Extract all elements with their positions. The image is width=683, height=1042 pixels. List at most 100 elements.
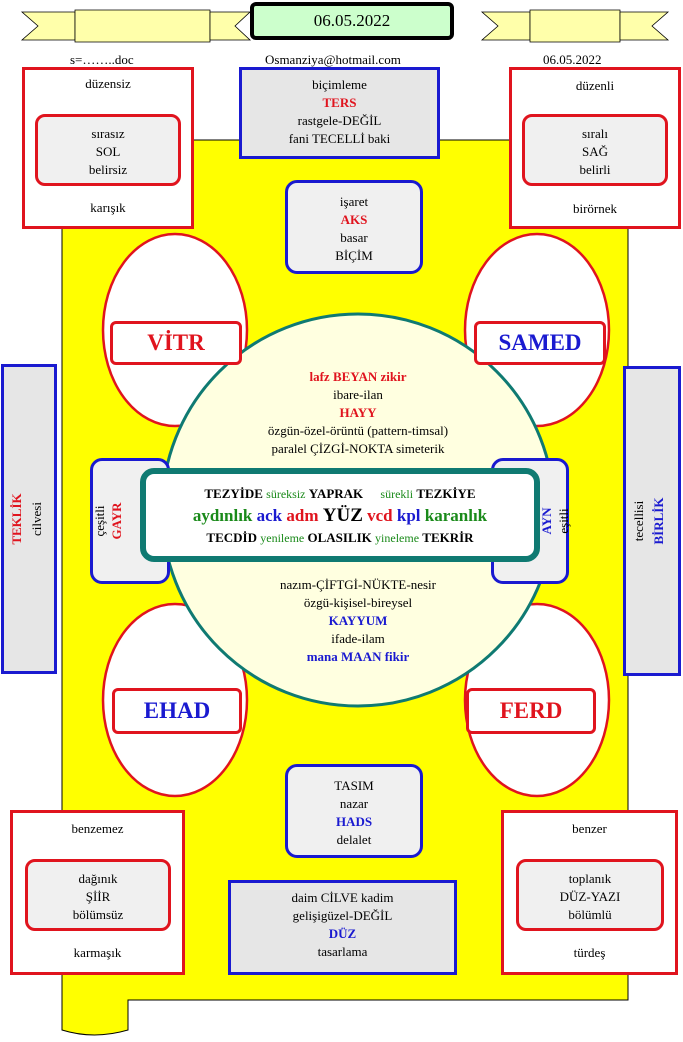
text: AKS bbox=[340, 212, 368, 227]
right-side-bar: tecellisi BİRLİK bbox=[623, 366, 681, 676]
bottom-right-inner: toplanık DÜZ-YAZI bölümlü bbox=[516, 859, 664, 931]
label-ehad: EHAD bbox=[112, 688, 242, 734]
email-text: Osmanziya@hotmail.com bbox=[265, 52, 401, 67]
text: çeşitli bbox=[92, 505, 107, 537]
text: TEKLİK bbox=[9, 493, 24, 545]
text: süreksiz bbox=[266, 487, 306, 501]
text: MAAN bbox=[341, 649, 382, 664]
text: daim CİLVE kadim bbox=[291, 890, 394, 905]
text: benzer bbox=[572, 821, 607, 836]
text: SOL bbox=[95, 144, 121, 159]
text: yineleme bbox=[375, 531, 420, 545]
top-right-inner: sıralı SAĞ belirli bbox=[522, 114, 668, 186]
text: düzenli bbox=[575, 78, 615, 93]
text: gelişigüzel-DEĞİL bbox=[292, 908, 393, 923]
text: ibare-ilan bbox=[333, 387, 383, 402]
text: mana bbox=[306, 649, 338, 664]
text: bölümsüz bbox=[72, 907, 124, 922]
text: belirsiz bbox=[88, 162, 128, 177]
left-side-bar: TEKLİK cilvesi bbox=[1, 364, 57, 674]
text: HADS bbox=[335, 814, 373, 829]
bottom-left-inner: dağınık ŞİİR bölümsüz bbox=[25, 859, 171, 931]
text: özgün-özel-örüntü (pattern-timsal) bbox=[267, 423, 449, 438]
text: tecellisi bbox=[631, 500, 646, 542]
text: paralel ÇİZGİ-NOKTA simeterik bbox=[271, 441, 445, 456]
text: rastgele-DEĞİL bbox=[297, 113, 382, 128]
text: BİÇİM bbox=[335, 248, 373, 263]
text: HAYY bbox=[339, 405, 377, 420]
text: işaret bbox=[339, 194, 369, 209]
text: SAĞ bbox=[581, 144, 608, 159]
text: sırasız bbox=[91, 126, 125, 141]
bottom-center-box: daim CİLVE kadim gelişigüzel-DEĞİL DÜZ t… bbox=[228, 880, 457, 975]
text: sıralı bbox=[582, 126, 608, 141]
text: eşitli bbox=[556, 508, 571, 534]
text: delalet bbox=[336, 832, 372, 847]
text: GAYR bbox=[109, 502, 124, 540]
bottom-right-box: benzer toplanık DÜZ-YAZI bölümlü türdeş bbox=[501, 810, 678, 975]
right-date: 06.05.2022 bbox=[543, 52, 602, 67]
text: zikir bbox=[380, 369, 407, 384]
text: TEZKİYE bbox=[416, 486, 476, 501]
text: karanlık bbox=[424, 506, 488, 525]
text: basar bbox=[340, 230, 368, 245]
text: lafz bbox=[309, 369, 330, 384]
text: birörnek bbox=[572, 201, 618, 216]
text: toplanık bbox=[568, 871, 612, 886]
text: kpl bbox=[396, 506, 421, 525]
top-left-box: düzensiz sırasız SOL belirsiz karışık bbox=[22, 67, 194, 229]
text: BEYAN bbox=[332, 369, 378, 384]
label-vitr: VİTR bbox=[110, 321, 242, 365]
inner-core-box: TEZYİDE süreksiz YAPRAK sürekli TEZKİYE … bbox=[140, 468, 540, 562]
text: AYN bbox=[539, 507, 554, 535]
upper-mid-box: işaret AKS basar BİÇİM bbox=[285, 180, 423, 274]
text: fani TECELLİ baki bbox=[288, 131, 391, 146]
text: YÜZ bbox=[322, 505, 363, 526]
label-ferd: FERD bbox=[466, 688, 596, 734]
text: karmaşık bbox=[73, 945, 122, 960]
text: benzemez bbox=[71, 821, 124, 836]
text: aydınlık bbox=[192, 506, 253, 525]
center-top-text: lafz BEYAN zikir ibare-ilan HAYY özgün-ö… bbox=[200, 368, 516, 458]
label-samed: SAMED bbox=[474, 321, 606, 365]
text: belirli bbox=[579, 162, 611, 177]
text: dağınık bbox=[78, 871, 118, 886]
text: ack bbox=[256, 506, 283, 525]
date-box: 06.05.2022 bbox=[250, 2, 454, 40]
text: BİRLİK bbox=[651, 497, 666, 545]
top-center-box: biçimleme TERS rastgele-DEĞİL fani TECEL… bbox=[239, 67, 440, 159]
text: OLASILIK bbox=[307, 530, 372, 545]
text: TASIM bbox=[334, 778, 374, 793]
text: biçimleme bbox=[312, 77, 367, 92]
center-bottom-text: nazım-ÇİFTGİ-NÜKTE-nesir özgü-kişisel-bi… bbox=[200, 576, 516, 666]
left-ribbon bbox=[20, 9, 252, 43]
text: KAYYUM bbox=[328, 613, 388, 628]
text: bölümlü bbox=[568, 907, 612, 922]
right-ribbon bbox=[480, 9, 670, 43]
text: cilvesi bbox=[29, 502, 44, 536]
text: sürekli bbox=[380, 487, 414, 501]
text: ŞİİR bbox=[85, 889, 111, 904]
text: DÜZ-YAZI bbox=[559, 889, 621, 904]
text: türdeş bbox=[573, 945, 606, 960]
text: vcd bbox=[367, 506, 393, 525]
text: adm bbox=[286, 506, 319, 525]
text: karışık bbox=[90, 200, 126, 215]
text: nazar bbox=[339, 796, 369, 811]
text: YAPRAK bbox=[308, 486, 364, 501]
text: yenileme bbox=[260, 531, 305, 545]
lower-mid-box: TASIM nazar HADS delalet bbox=[285, 764, 423, 858]
top-right-box: düzenli sıralı SAĞ belirli birörnek bbox=[509, 67, 681, 229]
text: ifade-ilam bbox=[331, 631, 385, 646]
top-left-inner: sırasız SOL belirsiz bbox=[35, 114, 181, 186]
text: TEZYİDE bbox=[204, 486, 263, 501]
text: tasarlama bbox=[317, 944, 368, 959]
text: özgü-kişisel-bireysel bbox=[303, 595, 413, 610]
text: DÜZ bbox=[328, 926, 357, 941]
text: TECDİD bbox=[206, 530, 257, 545]
text: nazım-ÇİFTGİ-NÜKTE-nesir bbox=[280, 577, 436, 592]
text: fikir bbox=[384, 649, 410, 664]
text: düzensiz bbox=[85, 76, 131, 91]
filename-note: s=……..doc bbox=[70, 52, 134, 67]
bottom-left-box: benzemez dağınık ŞİİR bölümsüz karmaşık bbox=[10, 810, 185, 975]
